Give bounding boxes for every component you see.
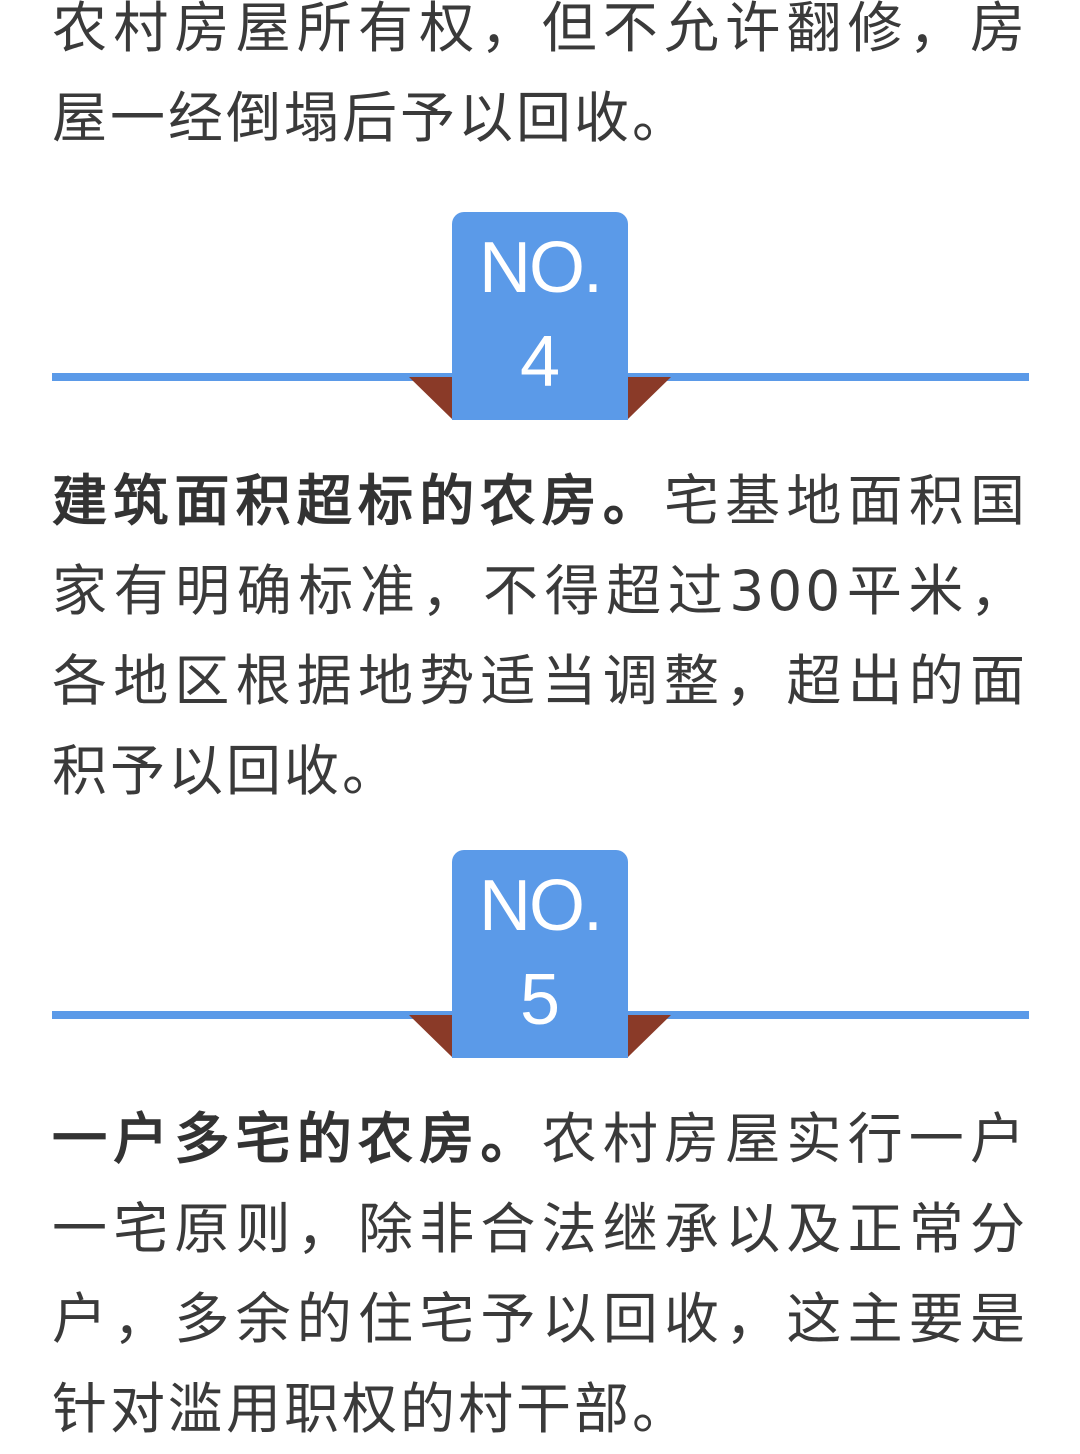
badge-number: 5: [519, 960, 561, 1040]
ribbon-fold-left: [409, 377, 452, 419]
item-4-body: 宅基地面积国家有明确标准，不得超过300平米，各地区根据地势适当调整，超出的面积…: [52, 469, 1028, 803]
badge-prefix: NO.: [478, 866, 603, 946]
badge-prefix: NO.: [478, 228, 603, 308]
badge-number: 4: [519, 322, 561, 402]
section-divider-4: NO. 4: [0, 212, 1080, 422]
item-5-heading: 一户多宅的农房。: [52, 1107, 542, 1171]
section-divider-5: NO. 5: [0, 850, 1080, 1060]
item-4-heading: 建筑面积超标的农房。: [52, 469, 664, 533]
ribbon-fold-right: [628, 1015, 671, 1057]
number-badge: NO. 5: [452, 850, 628, 1058]
ribbon-fold-right: [628, 377, 671, 419]
item-5-body: 农村房屋实行一户一宅原则，除非合法继承以及正常分户，多余的住宅予以回收，这主要是…: [52, 1107, 1028, 1441]
ribbon-fold-left: [409, 1015, 452, 1057]
item-4-text: 建筑面积超标的农房。宅基地面积国家有明确标准，不得超过300平米，各地区根据地势…: [52, 456, 1028, 816]
item-3-body: 农村房屋所有权，但不允许翻修，房屋一经倒塌后予以回收。: [52, 0, 1028, 150]
number-badge: NO. 4: [452, 212, 628, 420]
item-5-text: 一户多宅的农房。农村房屋实行一户一宅原则，除非合法继承以及正常分户，多余的住宅予…: [52, 1094, 1028, 1454]
item-3-text: 农村房屋所有权，但不允许翻修，房屋一经倒塌后予以回收。: [52, 0, 1028, 163]
